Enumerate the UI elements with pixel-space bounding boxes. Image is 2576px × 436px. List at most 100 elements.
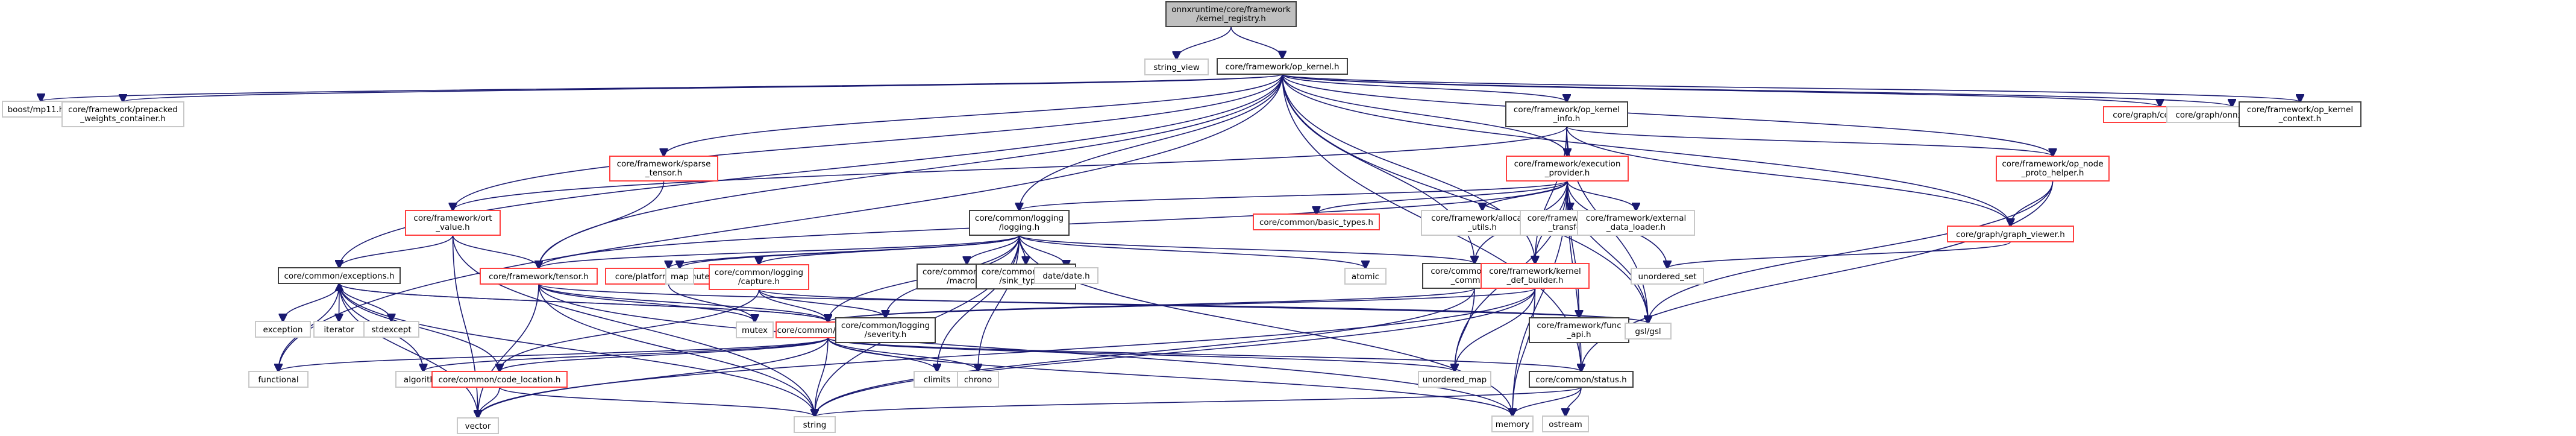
edge-logging-to-tensor [539,235,1020,268]
node-root[interactable]: onnxruntime/core/framework/kernel_regist… [1165,1,1297,27]
edge-logging-to-chrono [978,235,1020,371]
node-string: string [794,416,836,433]
node-box [363,321,419,338]
edge-op-kernel-to-sparse-tensor [664,74,1283,156]
node-chrono: chrono [957,371,999,388]
node-label: core/framework/op_kernel [1514,105,1620,115]
edge-logging-to-macros [967,235,1020,264]
edge-tensor-to-vector [478,283,539,418]
node-vector: vector [457,417,499,434]
node-code-location[interactable]: core/common/code_location.h [431,371,568,388]
node-label: core/framework/sparse [617,159,711,169]
node-box [1144,58,1209,75]
node-box [431,371,568,388]
edge-op-kernel-info-to-kernel-def-builder [1535,126,1567,264]
node-box [1529,317,1629,343]
node-ort-value[interactable]: core/framework/ort_value.h [405,210,501,236]
node-op-node-proto-helper[interactable]: core/framework/op_node_proto_helper.h [1996,156,2110,182]
node-sparse-tensor[interactable]: core/framework/sparse_tensor.h [609,156,718,182]
node-label: atomic [1352,272,1379,282]
edge-op-kernel-to-constants [1282,74,2160,107]
edge-tensor-to-mutex [538,283,755,322]
node-label: core/graph/graph_viewer.h [1956,230,2065,239]
node-func-api[interactable]: core/framework/func_api.h [1529,317,1629,343]
node-execution-provider[interactable]: core/framework/execution_provider.h [1506,156,1629,182]
node-label: core/framework/external [1586,213,1687,223]
node-label: /severity.h [865,330,907,340]
node-label: ostream [1549,420,1582,429]
edge-op-kernel-to-logging [1020,74,1283,210]
node-box [736,321,774,338]
node-label: /logging.h [999,223,1039,232]
node-unordered-map: unordered_map [1418,371,1491,388]
node-box [794,416,836,433]
node-graph-viewer[interactable]: core/graph/graph_viewer.h [1947,226,2074,242]
node-logging[interactable]: core/common/logging/logging.h [969,210,1070,236]
edge-exceptions-to-exception [283,283,340,321]
node-op-kernel-context[interactable]: core/framework/op_kernel_context.h [2239,101,2361,127]
edge-func-api-to-status [1579,342,1582,371]
edge-op-kernel-to-graph-viewer [1282,74,2011,226]
node-label: core/framework/func [1537,321,1621,330]
node-label: core/common/code_location.h [439,375,561,385]
edge-status-to-memory [1512,387,1582,416]
node-box [1034,267,1098,284]
node-box [1418,371,1491,388]
node-label: core/framework/kernel [1489,267,1581,276]
node-label: exception [263,325,303,335]
node-box [1542,415,1589,432]
edge-logging-to-atomic [1018,235,1366,268]
node-severity[interactable]: core/common/logging/severity.h [835,317,936,343]
node-gsl: gsl/gsl [1625,323,1672,340]
node-basic-types[interactable]: core/common/basic_types.h [1253,213,1380,230]
node-label: functional [258,375,298,385]
node-label: core/common/logging [975,213,1064,223]
node-box [1996,156,2110,182]
edge-logging-to-map [680,235,1020,268]
edge-profiler-common-to-common [828,288,1475,322]
edge-op-kernel-to-op-kernel-info [1282,74,1567,102]
edge-op-kernel-to-ort-value [453,74,1283,210]
node-box [480,268,598,285]
node-capture[interactable]: core/common/logging/capture.h [709,264,809,290]
node-label: core/framework/allocator [1431,213,1534,223]
node-label: core/common/status.h [1535,375,1626,385]
edge-op-kernel-to-functional [278,74,1283,371]
node-box [957,371,999,388]
node-label: core/common/basic_types.h [1259,218,1373,227]
edge-common-to-status [827,337,1581,371]
node-kernel-def-builder[interactable]: core/framework/kernel_def_builder.h [1481,263,1590,289]
node-label: string [803,420,827,430]
node-tensor[interactable]: core/framework/tensor.h [480,268,598,285]
node-box [255,321,311,338]
node-label: core/framework/ort [413,213,492,223]
node-box [1491,415,1534,432]
edge-code-location-to-vector [478,387,500,418]
edge-execution-provider-to-allocator-utils [1482,180,1568,210]
edge-tensor-to-common [538,283,828,322]
node-box [1253,213,1380,230]
edge-profiler-common-to-string [815,288,1475,417]
node-label: core/framework/op_kernel.h [1225,62,1339,72]
node-unordered-set: unordered_set [1631,268,1704,285]
edge-execution-provider-to-basic-types [1317,180,1568,214]
node-box [1947,226,2074,242]
edge-common-to-exceptions [339,283,829,323]
node-op-kernel-info[interactable]: core/framework/op_kernel_info.h [1505,101,1628,127]
edge-op-kernel-info-to-op-node-proto-helper [1566,126,2053,156]
node-layer: onnxruntime/core/framework/kernel_regist… [2,1,2361,434]
edge-logging-to-date [1018,235,1067,268]
node-exceptions[interactable]: core/common/exceptions.h [278,267,401,284]
node-label: core/framework/execution [1514,159,1621,169]
node-op-kernel[interactable]: core/framework/op_kernel.h [1217,58,1348,75]
node-label: core/framework/op_kernel [2247,105,2353,115]
node-label: _proto_helper.h [2021,168,2084,178]
edge-logging-to-memory [1018,235,1513,416]
node-status[interactable]: core/common/status.h [1529,371,1634,388]
node-label: chrono [964,375,992,385]
edge-kernel-def-builder-to-memory [1512,288,1536,416]
node-box [665,268,694,285]
node-label: core/common/logging [841,321,930,330]
node-box [1529,371,1634,388]
